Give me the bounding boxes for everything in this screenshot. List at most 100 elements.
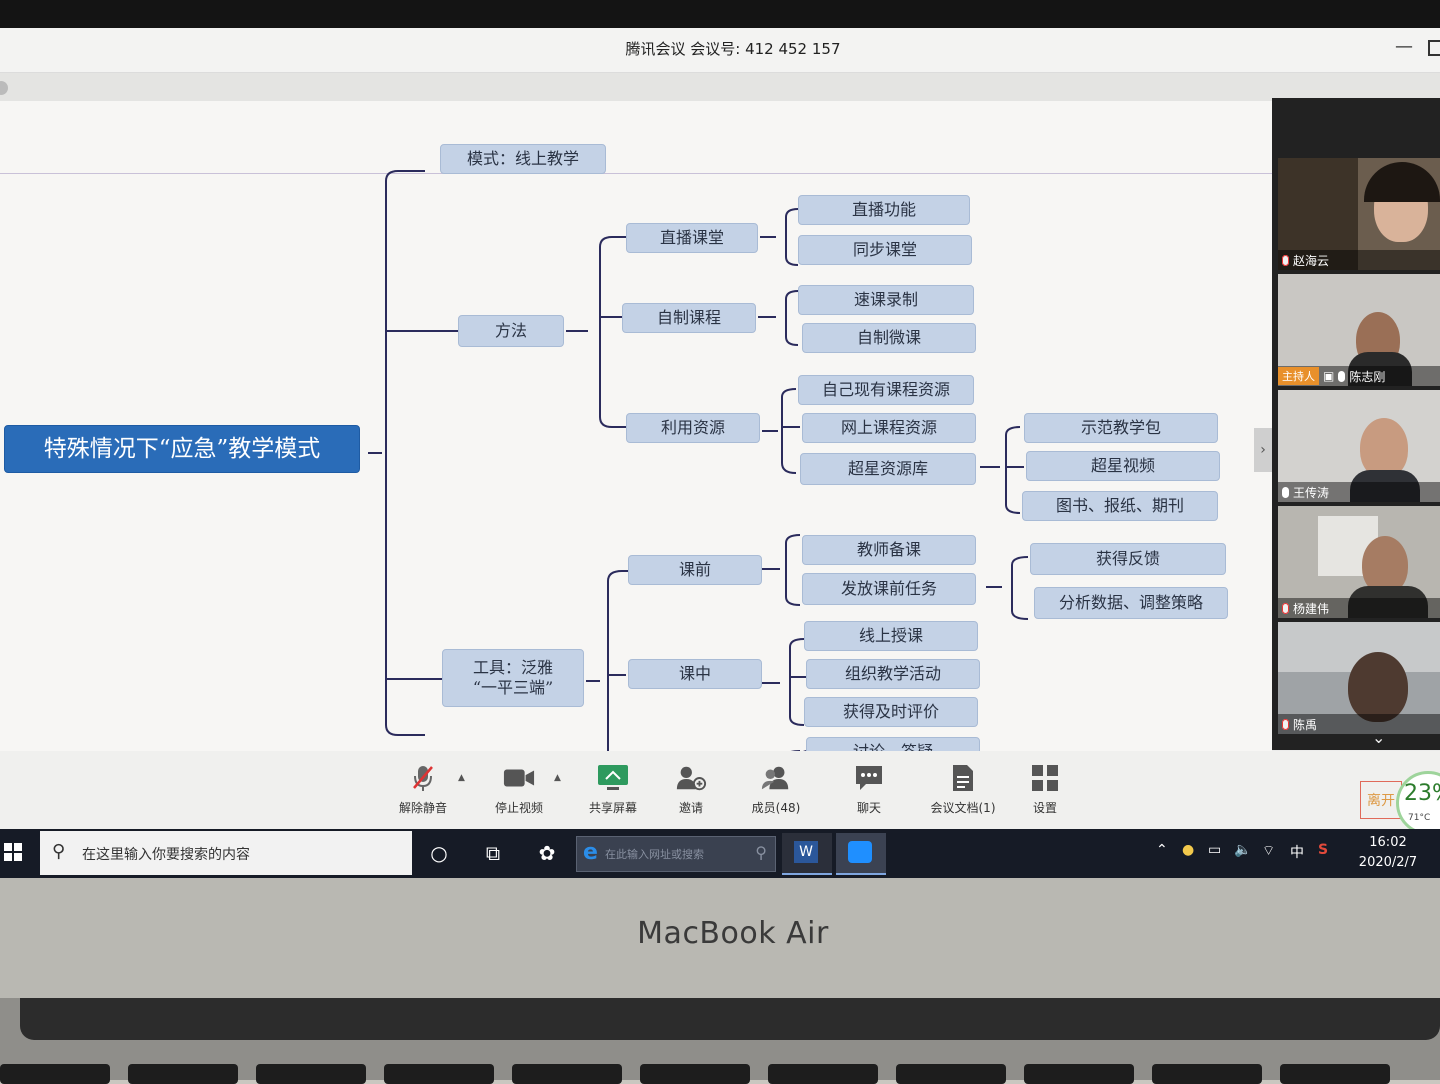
keyboard-key xyxy=(896,1064,1006,1084)
node-books-papers: 图书、报纸、期刊 xyxy=(1022,491,1218,521)
members-label: 成员(48) xyxy=(751,801,801,815)
node-pre-task: 发放课前任务 xyxy=(802,573,976,605)
laptop-bezel-top xyxy=(0,0,1440,30)
laptop-bezel-bottom: MacBook Air xyxy=(0,878,1440,998)
taskbar-search-input[interactable]: ⚲ 在这里输入你要搜索的内容 xyxy=(40,831,412,875)
members-button[interactable]: 成员(48) xyxy=(731,763,821,816)
search-icon: ⚲ xyxy=(52,841,66,862)
browser-address-input[interactable]: e 在此输入网址或搜索 ⚲ xyxy=(576,836,776,872)
node-web-resources: 网上课程资源 xyxy=(802,413,976,443)
node-chaoxing-library: 超星资源库 xyxy=(800,453,976,485)
node-tools: 工具：泛雅 “一平三端” xyxy=(442,649,584,707)
participant-tile[interactable]: 杨建伟 xyxy=(1278,506,1440,618)
stop-video-label: 停止视频 xyxy=(494,801,543,815)
mic-muted-icon xyxy=(407,763,439,793)
volume-icon[interactable]: 🔈 xyxy=(1234,842,1252,858)
participant-tile[interactable]: 王传涛 xyxy=(1278,390,1440,502)
keyboard-key xyxy=(0,1064,110,1084)
chat-button[interactable]: 聊天 xyxy=(824,763,914,816)
app-icon[interactable]: ✿ xyxy=(538,841,556,865)
participant-name: 王传涛 xyxy=(1293,485,1330,500)
battery-icon[interactable]: ▭ xyxy=(1208,842,1222,858)
cortana-icon[interactable]: ○ xyxy=(430,841,448,865)
share-toolbar xyxy=(0,73,1440,101)
keyboard-key xyxy=(1152,1064,1262,1084)
node-sync-class: 同步课堂 xyxy=(798,235,972,265)
participant-name: 赵海云 xyxy=(1293,253,1330,268)
meeting-docs-button[interactable]: 会议文档(1) xyxy=(918,763,1008,816)
invite-label: 邀请 xyxy=(678,801,703,815)
mic-off-icon xyxy=(1282,718,1289,730)
node-before-class: 课前 xyxy=(628,555,762,585)
participant-tile[interactable]: 主持人▣陈志刚 xyxy=(1278,274,1440,386)
windows-start-button[interactable] xyxy=(4,843,22,861)
host-badge: 主持人 xyxy=(1278,367,1319,385)
maximize-button[interactable] xyxy=(1428,40,1440,56)
window-titlebar: 腾讯会议 会议号: 412 452 157 — xyxy=(0,28,1440,73)
share-screen-button[interactable]: 共享屏幕 xyxy=(568,763,658,816)
node-tools-line2: “一平三端” xyxy=(472,678,554,697)
clock-date: 2020/2/7 xyxy=(1358,855,1418,870)
cpu-ring xyxy=(1396,771,1440,835)
keyboard-key xyxy=(1280,1064,1390,1084)
mic-off-icon xyxy=(1282,602,1289,614)
chat-label: 聊天 xyxy=(856,801,881,815)
input-method-icon[interactable]: S xyxy=(1318,842,1329,858)
chat-icon xyxy=(853,763,885,793)
add-user-icon xyxy=(675,763,707,793)
node-analyze-data: 分析数据、调整策略 xyxy=(1034,587,1228,619)
node-teacher-prep: 教师备课 xyxy=(802,535,976,565)
share-screen-icon xyxy=(597,763,629,793)
keyboard-key xyxy=(640,1064,750,1084)
keyboard-key xyxy=(1024,1064,1134,1084)
address-search-icon: ⚲ xyxy=(755,843,767,862)
minimize-button[interactable]: — xyxy=(1395,36,1413,57)
node-demo-package: 示范教学包 xyxy=(1024,413,1218,443)
participant-tile[interactable]: 陈禹 xyxy=(1278,622,1440,734)
video-options-caret-icon[interactable]: ▲ xyxy=(554,773,561,783)
node-self-made-course: 自制课程 xyxy=(622,303,756,333)
system-clock[interactable]: 16:02 2020/2/7 xyxy=(1352,833,1424,873)
task-view-icon[interactable]: ⧉ xyxy=(485,841,501,865)
settings-button[interactable]: 设置 xyxy=(1000,763,1090,816)
invite-button[interactable]: 邀请 xyxy=(646,763,736,816)
grid-settings-icon xyxy=(1029,763,1061,793)
participant-name: 陈禹 xyxy=(1293,717,1318,732)
laptop-keyboard xyxy=(0,998,1440,1084)
search-placeholder: 在这里输入你要搜索的内容 xyxy=(82,847,250,863)
laptop-brand: MacBook Air xyxy=(637,916,829,951)
tray-expand-icon[interactable]: ⌃ xyxy=(1156,842,1168,858)
unmute-label: 解除静音 xyxy=(398,801,447,815)
ime-indicator[interactable]: 中 xyxy=(1290,845,1304,861)
wifi-icon[interactable]: ⌔ xyxy=(1262,843,1276,859)
meeting-docs-label: 会议文档(1) xyxy=(930,801,996,815)
node-live-function: 直播功能 xyxy=(798,195,970,225)
expand-panel-button[interactable]: › xyxy=(1254,428,1272,472)
mic-icon xyxy=(1338,370,1346,382)
ie-icon: e xyxy=(583,840,598,865)
node-tools-line1: 工具：泛雅 xyxy=(472,658,553,677)
document-icon xyxy=(947,763,979,793)
node-root: 特殊情况下“应急”教学模式 xyxy=(4,425,360,473)
tray-app-icon[interactable]: ● xyxy=(1182,842,1195,858)
tencent-meeting-app-icon[interactable] xyxy=(836,833,886,875)
node-live-class: 直播课堂 xyxy=(626,223,758,253)
participant-name: 陈志刚 xyxy=(1349,369,1386,384)
participant-tile[interactable]: 赵海云 xyxy=(1278,158,1440,270)
participant-name: 杨建伟 xyxy=(1293,601,1330,616)
divider-line xyxy=(0,173,1272,174)
node-mode: 模式：线上教学 xyxy=(440,144,606,174)
share-screen-label: 共享屏幕 xyxy=(588,801,637,815)
node-method: 方法 xyxy=(458,315,564,347)
word-app-icon[interactable]: W xyxy=(782,833,832,875)
audio-options-caret-icon[interactable]: ▲ xyxy=(458,773,465,783)
stop-video-button[interactable]: 停止视频 xyxy=(474,763,564,816)
address-placeholder: 在此输入网址或搜索 xyxy=(605,848,704,861)
unmute-button[interactable]: 解除静音 xyxy=(378,763,468,816)
mic-off-icon xyxy=(1282,254,1289,266)
keyboard-key xyxy=(384,1064,494,1084)
keyboard-key xyxy=(256,1064,366,1084)
window-title: 腾讯会议 会议号: 412 452 157 xyxy=(625,40,841,58)
video-camera-icon xyxy=(503,763,535,793)
chevron-down-icon[interactable]: ⌄ xyxy=(1372,728,1386,747)
